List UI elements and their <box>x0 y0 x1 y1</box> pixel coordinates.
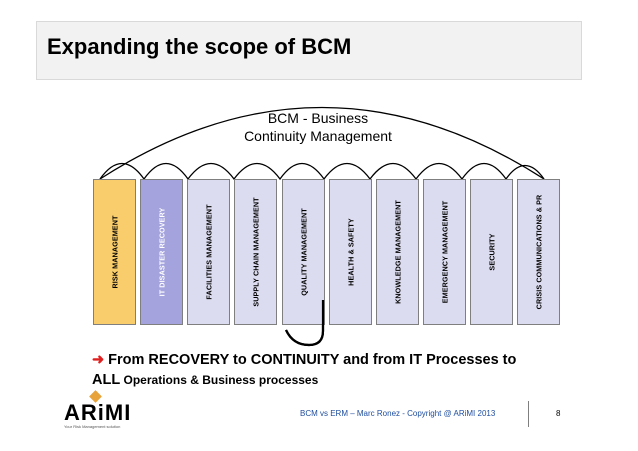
logo-name: ARiMI <box>64 400 132 425</box>
arrow-right-icon: ➜ <box>92 352 105 368</box>
pillar-crisis-communications: CRISIS COMMUNICATIONS & PR <box>517 179 560 325</box>
umbrella-label: BCM - Business Continuity Management <box>230 109 406 145</box>
pillar-knowledge-management: KNOWLEDGE MANAGEMENT <box>376 179 419 325</box>
conclusion-line-2: ALL Operations & Business processes <box>92 371 318 389</box>
slide-title: Expanding the scope of BCM <box>47 34 352 59</box>
umbrella-scallops <box>99 163 545 181</box>
pillar-emergency-management: EMERGENCY MANAGEMENT <box>423 179 466 325</box>
pillar-risk-management: RISK MANAGEMENT <box>93 179 136 325</box>
conclusion-line-1: ➜From RECOVERY to CONTINUITY and from IT… <box>92 352 516 368</box>
arimi-logo: ARiMI Your Risk Management solution <box>64 390 154 429</box>
pillar-it-disaster-recovery: IT DISASTER RECOVERY <box>140 179 183 325</box>
pillar-health-safety: HEALTH & SAFETY <box>329 179 372 325</box>
umbrella-label-line2: Continuity Management <box>244 128 392 144</box>
conclusion-all: ALL <box>92 372 121 388</box>
pillar-facilities-management: FACILITIES MANAGEMENT <box>187 179 230 325</box>
footer-text: BCM vs ERM – Marc Ronez - Copyright @ AR… <box>300 409 496 418</box>
footer-divider <box>528 401 529 427</box>
pillar-security: SECURITY <box>470 179 513 325</box>
page-number: 8 <box>556 409 561 418</box>
pillar-quality-management: QUALITY MANAGEMENT <box>282 179 325 325</box>
umbrella-label-line1: BCM - Business <box>267 110 369 126</box>
conclusion-text-2: Operations & Business processes <box>120 373 319 387</box>
title-bar: Expanding the scope of BCM <box>36 21 582 80</box>
conclusion-text-1: From RECOVERY to CONTINUITY and from IT … <box>108 352 517 368</box>
logo-tagline: Your Risk Management solution <box>64 424 121 429</box>
pillar-supply-chain-management: SUPPLY CHAIN MANAGEMENT <box>234 179 277 325</box>
umbrella-canopy <box>99 106 545 180</box>
